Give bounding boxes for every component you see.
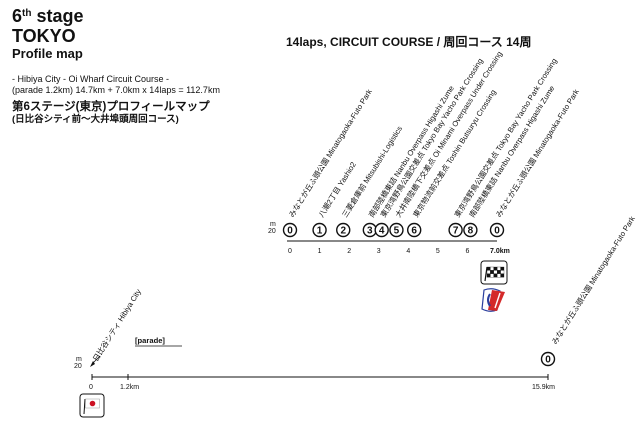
circuit-point-circle-4	[374, 222, 389, 238]
tour-logo-icon	[481, 288, 505, 312]
parade-elev-unit: m	[76, 356, 82, 363]
circuit-tick-label-1: 1	[318, 248, 322, 255]
circuit-point-num-4: 4	[379, 226, 385, 237]
parade-end-point-label: みなとが丘ふ頭公園 Minatogaoka-Futo Park	[549, 214, 637, 346]
circuit-point-circle-6	[407, 222, 422, 238]
parade-end-point-circle	[540, 351, 556, 367]
circuit-point-num-7: 7	[453, 226, 459, 237]
circuit-point-circle-9	[489, 222, 505, 238]
circuit-point-num-3: 3	[367, 226, 373, 237]
circuit-point-num-9: 0	[494, 226, 500, 237]
circuit-point-num-0: 0	[287, 226, 293, 237]
circuit-point-circle-8	[463, 222, 478, 238]
start-location-label: 日比谷シティ Hibiya City	[90, 287, 143, 363]
parade-tick-label-0: 0	[89, 384, 93, 391]
japan-flag-icon	[79, 393, 105, 418]
circuit-point-circle-1	[312, 222, 327, 238]
circuit-point-circle-5	[389, 222, 404, 238]
start-pointer-arrow	[90, 361, 95, 367]
parade-elev-value: 20	[74, 363, 82, 370]
circuit-point-circle-2	[336, 222, 351, 238]
course-distance: (parade 1.2km) 14.7km + 7.0km x 14laps =…	[12, 85, 220, 95]
checkered-flag-icon	[480, 260, 508, 285]
circuit-point-num-2: 2	[340, 226, 346, 237]
circuit-elev-unit: m	[270, 221, 276, 228]
course-name: - Hibiya City - Oi Wharf Circuit Course …	[12, 74, 170, 84]
city-title: TOKYO	[12, 26, 76, 46]
circuit-ticks: 0 1 2 3 4 5 6	[288, 248, 469, 255]
circuit-point-num-5: 5	[394, 226, 400, 237]
parade-label: [parade]	[135, 336, 165, 345]
stage-title: 6th stage	[12, 6, 84, 26]
circuit-point-circle-0	[282, 222, 298, 238]
profile-heading: Profile map	[12, 46, 83, 61]
circuit-tick-label-3: 3	[377, 248, 381, 255]
parade-end-point-num: 0	[545, 355, 551, 366]
circuit-point-num-6: 6	[411, 226, 417, 237]
japanese-title: 第6ステージ(東京)プロフィールマップ	[12, 101, 210, 113]
circuit-tick-label-4: 4	[406, 248, 410, 255]
circuit-tick-label-5: 5	[436, 248, 440, 255]
parade-tick-label-1: 1.2km	[120, 384, 139, 391]
circuit-elev-value: 20	[268, 228, 276, 235]
japanese-subtitle: (日比谷シティ前〜大井埠頭周回コース)	[12, 114, 179, 125]
circuit-end-label: 7.0km	[490, 248, 510, 255]
circuit-tick-label-0: 0	[288, 248, 292, 255]
circuit-tick-label-2: 2	[347, 248, 351, 255]
circuit-point-num-1: 1	[317, 226, 323, 237]
parade-tick-label-2: 15.9km	[532, 384, 555, 391]
circuit-laps-title: 14laps, CIRCUIT COURSE / 周回コース 14周	[286, 35, 532, 49]
circuit-point-circle-7	[448, 222, 463, 238]
circuit-tick-label-6: 6	[465, 248, 469, 255]
circuit-point-num-8: 8	[468, 226, 474, 237]
